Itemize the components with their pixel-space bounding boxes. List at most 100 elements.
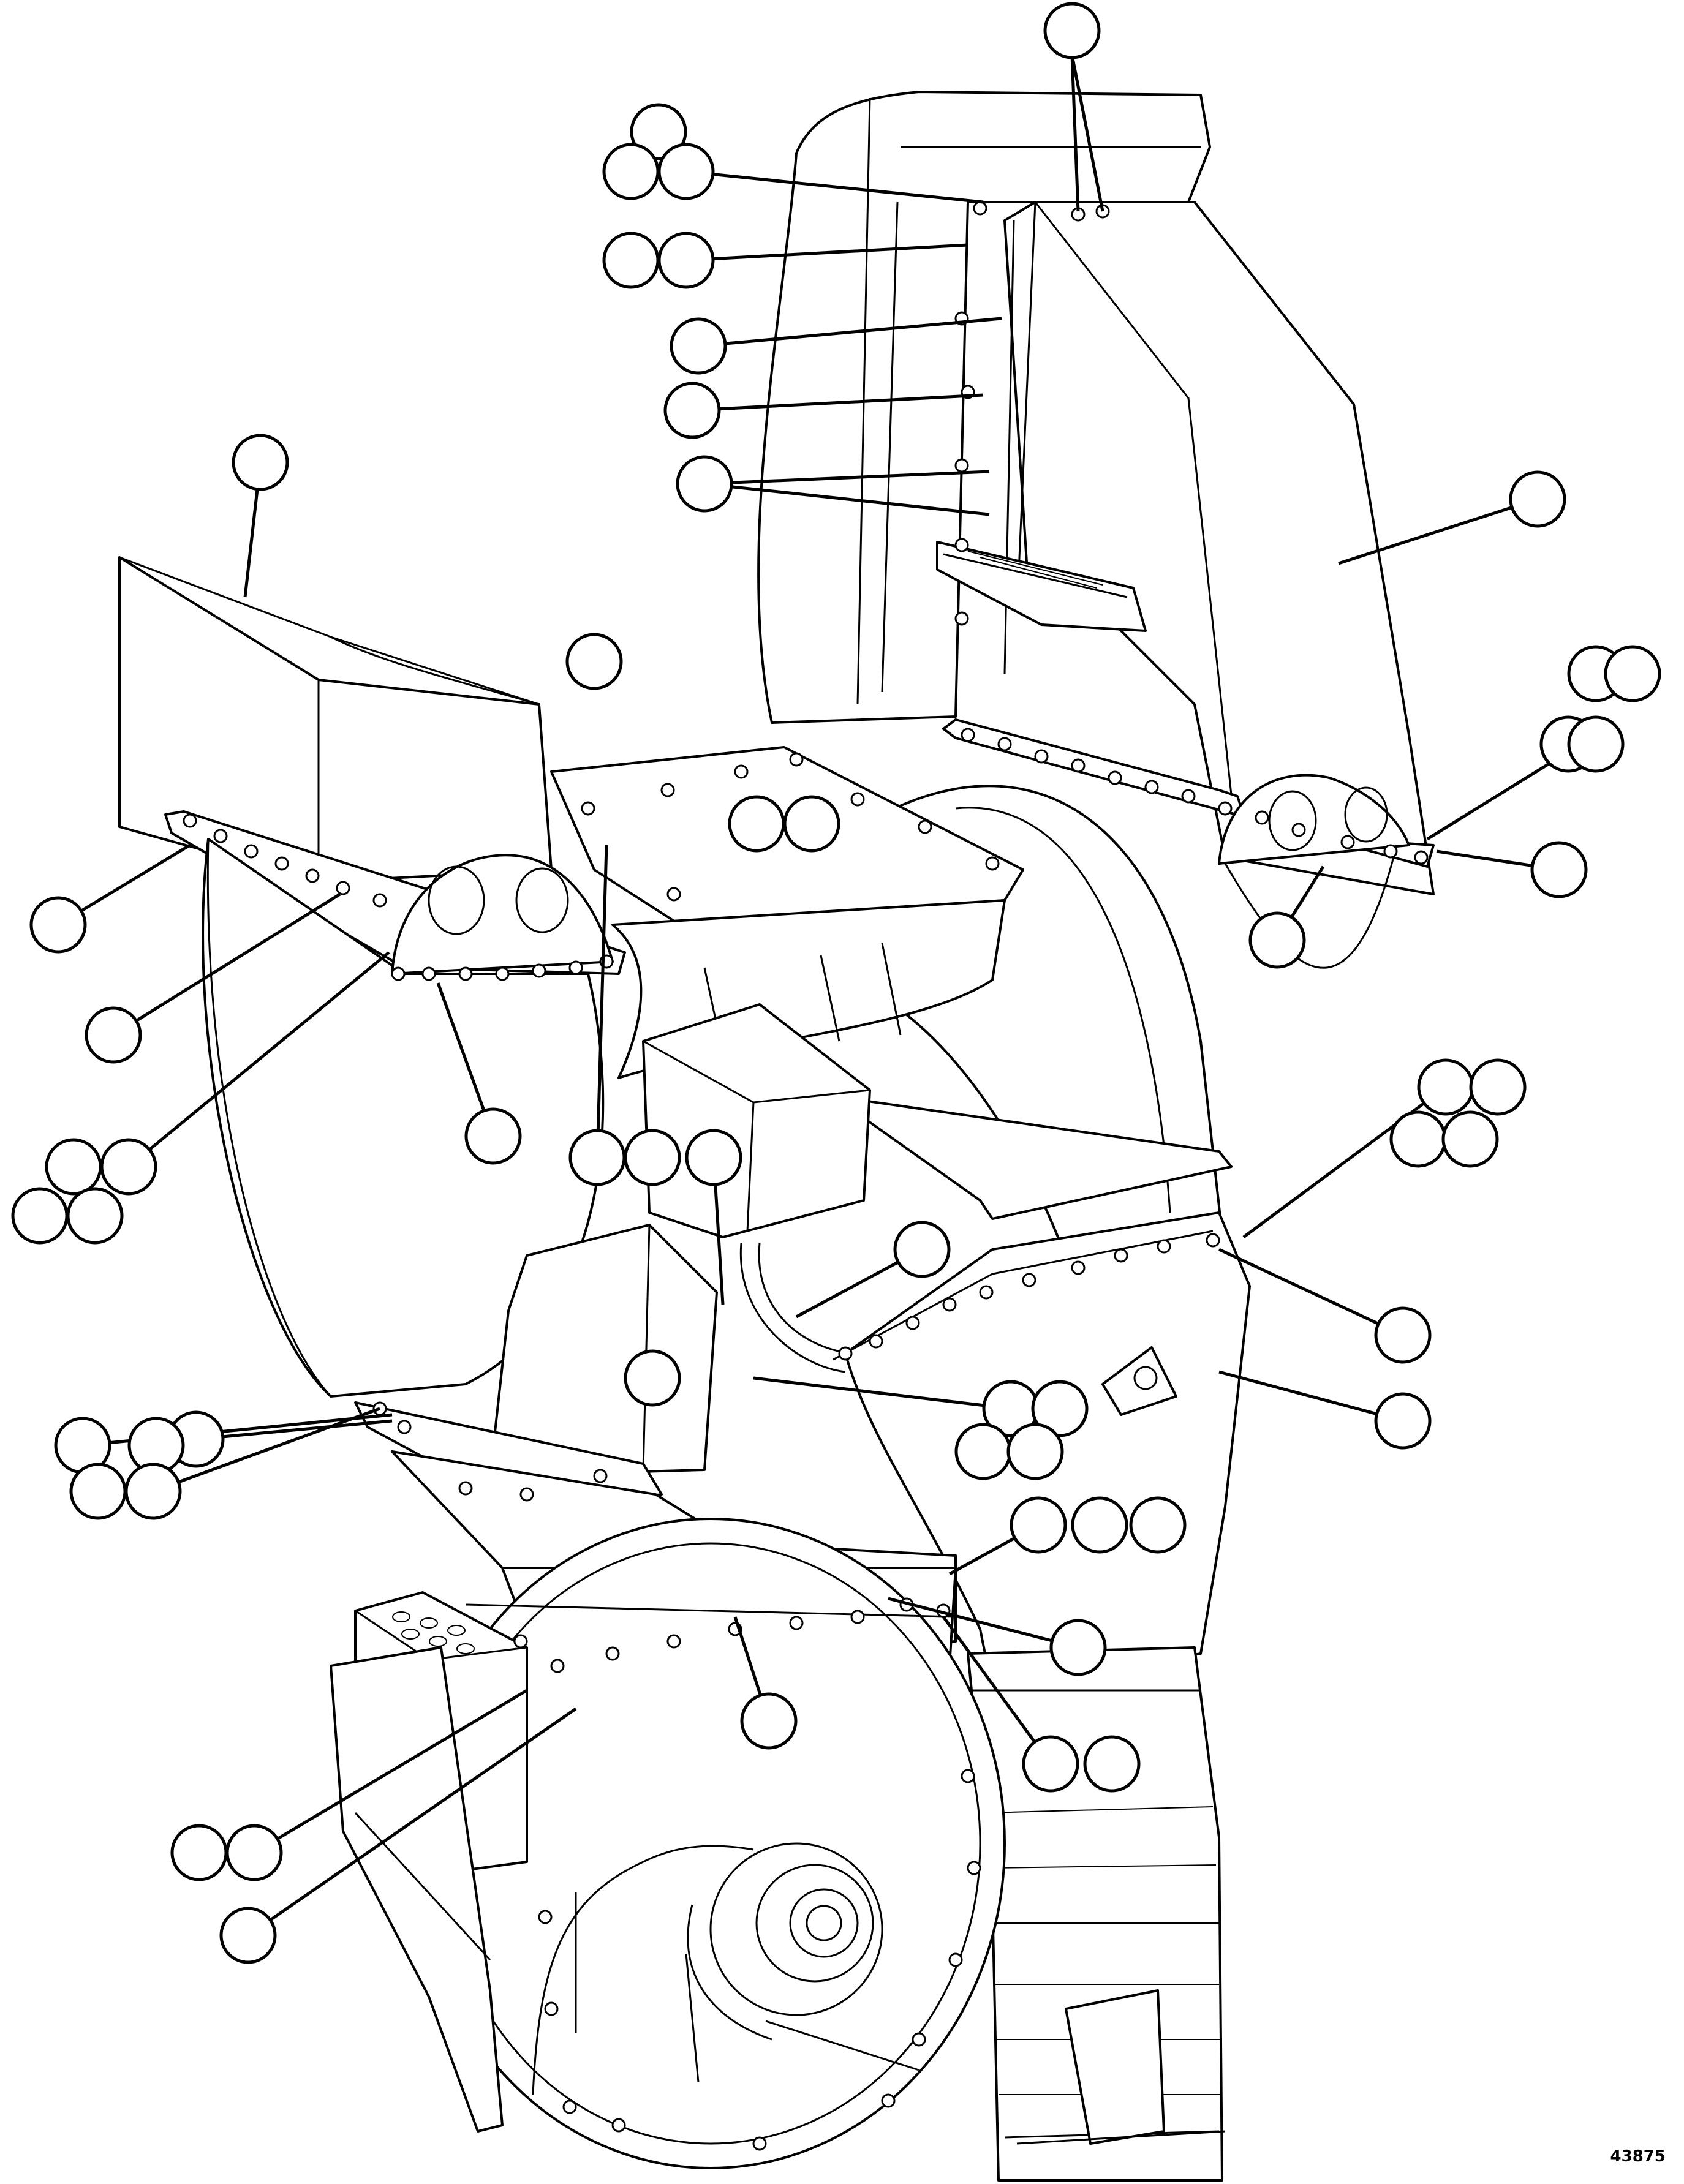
callout-bubble bbox=[568, 1129, 626, 1186]
leader-line bbox=[1070, 55, 1104, 212]
leader-line bbox=[595, 845, 608, 1158]
bolt-head bbox=[274, 856, 289, 871]
leader-line bbox=[1426, 758, 1557, 841]
bolt-head bbox=[1071, 1260, 1086, 1275]
callout-bubble bbox=[1530, 841, 1588, 898]
callout-bubbles bbox=[11, 2, 1661, 1964]
fasteners bbox=[183, 201, 1429, 2151]
assembly-linework bbox=[118, 91, 1435, 2182]
bolt-head bbox=[734, 764, 749, 779]
bolt-head bbox=[881, 2093, 896, 2108]
bolt-head bbox=[611, 2118, 626, 2133]
callout-bubble bbox=[1509, 470, 1566, 528]
callout-bubble bbox=[1248, 911, 1306, 969]
leader-line bbox=[195, 1419, 393, 1441]
callout-bubble bbox=[1469, 1058, 1527, 1116]
leader-line bbox=[888, 1597, 1079, 1649]
callout-bubble bbox=[1022, 1735, 1079, 1793]
bolt-head bbox=[1291, 823, 1306, 837]
callout-bubble bbox=[1441, 1110, 1499, 1168]
bolt-head bbox=[942, 1297, 957, 1312]
leader-line bbox=[704, 482, 990, 516]
bolt-head bbox=[789, 752, 804, 767]
leader-line bbox=[112, 892, 341, 1037]
callout-bubble bbox=[740, 1692, 798, 1750]
callout-bubble bbox=[232, 434, 289, 491]
callout-bubble bbox=[1374, 1306, 1432, 1364]
callout-bubble bbox=[1604, 645, 1661, 702]
callout-bubble bbox=[219, 1907, 277, 1964]
leader-line bbox=[692, 393, 984, 412]
bolt-head bbox=[954, 611, 969, 626]
bolt-head bbox=[918, 819, 932, 834]
bolt-head bbox=[336, 881, 350, 895]
leader-line bbox=[1218, 1248, 1404, 1337]
callout-bubble bbox=[124, 1463, 182, 1520]
bolt-head bbox=[397, 1420, 412, 1434]
callout-bubble bbox=[11, 1187, 69, 1245]
callout-bubble bbox=[657, 143, 715, 200]
bolt-head bbox=[605, 1646, 620, 1661]
bolt-head bbox=[1034, 749, 1049, 764]
bolt-head bbox=[752, 2136, 767, 2151]
callout-bubble bbox=[1083, 1735, 1141, 1793]
leader-line bbox=[253, 1689, 528, 1855]
bolt-head bbox=[997, 737, 1012, 751]
callout-bubble bbox=[624, 1349, 681, 1407]
central-block bbox=[642, 1003, 871, 1238]
bolt-head bbox=[513, 1634, 528, 1649]
bolt-head bbox=[1114, 1248, 1128, 1263]
callout-bubble bbox=[1006, 1423, 1064, 1480]
leader-line bbox=[704, 470, 990, 486]
callout-bubble bbox=[1417, 1058, 1474, 1116]
duct-mounting-tab bbox=[1101, 1346, 1177, 1416]
leader-line bbox=[685, 170, 984, 204]
bolt-head bbox=[421, 966, 436, 981]
bolt-head bbox=[973, 201, 987, 216]
callout-bubble bbox=[624, 1129, 681, 1186]
leader-line bbox=[685, 243, 968, 262]
bolt-head bbox=[532, 963, 546, 978]
bolt-head bbox=[961, 728, 975, 742]
callout-bubble bbox=[565, 633, 623, 690]
callout-bubble bbox=[630, 103, 687, 160]
leader-line bbox=[153, 1407, 380, 1493]
bolt-head bbox=[985, 856, 1000, 871]
bolt-head bbox=[495, 966, 510, 981]
bolt-head bbox=[850, 792, 865, 807]
bolt-head bbox=[1144, 780, 1159, 794]
callout-bubble bbox=[783, 795, 840, 853]
bolt-head bbox=[1108, 770, 1122, 785]
callout-bubble bbox=[1389, 1110, 1447, 1168]
bolt-head bbox=[519, 1487, 534, 1502]
bolt-head bbox=[905, 1316, 920, 1330]
callout-bubble bbox=[1071, 1496, 1128, 1554]
bolt-head bbox=[244, 844, 259, 859]
bolt-head bbox=[961, 1769, 975, 1783]
bolt-head bbox=[789, 1616, 804, 1630]
leader-line bbox=[753, 1376, 1011, 1410]
bolt-head bbox=[1414, 850, 1429, 865]
bolt-head bbox=[666, 887, 681, 902]
bolt-head bbox=[869, 1334, 883, 1349]
bolt-head bbox=[183, 813, 197, 828]
left-duct-ear bbox=[391, 854, 614, 975]
bolt-head bbox=[967, 1861, 981, 1875]
bolt-head bbox=[581, 801, 595, 816]
callout-bubble bbox=[1567, 715, 1625, 773]
callout-bubble bbox=[663, 382, 721, 439]
bolt-head bbox=[1181, 789, 1196, 804]
bolt-head bbox=[568, 960, 583, 975]
bolt-head bbox=[1206, 1233, 1220, 1248]
callout-bubble bbox=[657, 232, 715, 289]
bolt-head bbox=[954, 538, 969, 552]
drawing-number: 43875 bbox=[1610, 2147, 1666, 2166]
bolt-head bbox=[954, 458, 969, 473]
callout-bubble bbox=[676, 455, 733, 513]
callout-bubble bbox=[954, 1423, 1012, 1480]
leader-line bbox=[1070, 55, 1080, 212]
bolt-head bbox=[458, 966, 473, 981]
hose-clamp bbox=[1065, 1989, 1165, 2145]
callout-bubble bbox=[685, 1129, 742, 1186]
